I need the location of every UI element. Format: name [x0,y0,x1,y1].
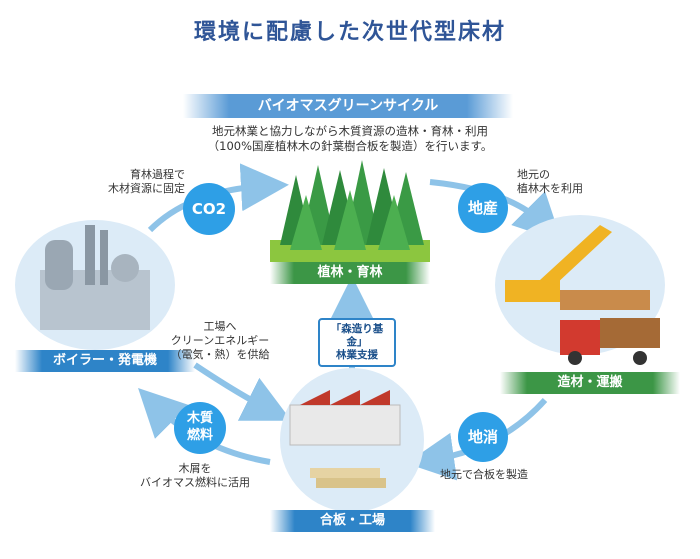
factory-illustration [280,368,424,512]
cycle-banner: バイオマスグリーンサイクル [183,94,513,118]
local-plywood-note: 地元で合板を製造 [440,468,528,481]
chisan-circle: 地産 [458,183,508,233]
local-wood-note: 地元の 植林木を利用 [517,168,583,195]
boiler-label: ボイラー・発電機 [15,350,195,372]
clean-energy-note: 工場へ クリーンエネルギー （電気・熱）を供給 [170,320,270,361]
co2-fix-note: 育林過程で 木材資源に固定 [108,168,185,195]
boiler-illustration [15,220,175,350]
forest-fund-badge: 「森造り基金」 林業支援 [318,318,396,367]
forest-label: 植林・育林 [270,262,430,284]
fuel-circle: 木質 燃料 [174,402,226,454]
arrow-energy-to-factory [193,362,292,421]
forest-illustration [270,160,430,262]
logging-label: 造材・運搬 [500,372,680,394]
chisho-circle: 地消 [458,412,508,462]
plywood-label: 合板・工場 [270,510,435,532]
page-title: 環境に配慮した次世代型床材 [193,20,506,45]
co2-circle: CO2 [183,183,235,235]
biomass-note: 木屑を バイオマス燃料に活用 [140,462,250,489]
cycle-description: 地元林業と協力しながら木質資源の造林・育林・利用 （100%国産植林木の針葉樹合… [207,124,493,153]
logging-illustration [495,215,665,365]
